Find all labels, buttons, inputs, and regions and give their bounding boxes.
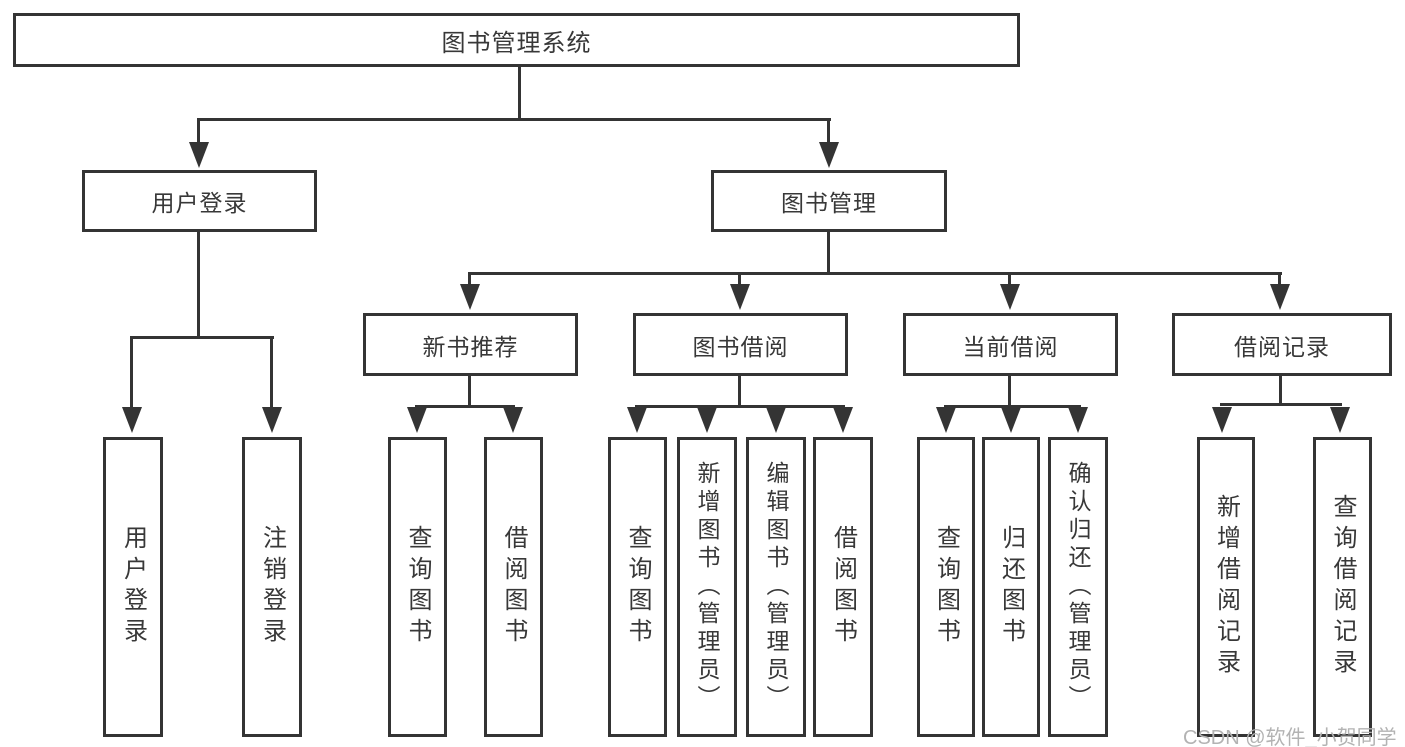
connector-drop-book-mgmt xyxy=(827,118,830,144)
node-user-login-label: 用户登录 xyxy=(151,190,248,216)
leaf-current-query: 查询图书 xyxy=(917,437,975,737)
leaf-newbook-query: 查询图书 xyxy=(388,437,447,737)
node-book-borrow: 图书借阅 xyxy=(633,313,848,376)
connector-drop-user-login xyxy=(197,118,200,144)
connector-drop-book-borrow xyxy=(738,272,741,284)
leaf-borrow-edit-book-label: 编辑图书（管理员） xyxy=(763,461,789,713)
leaf-borrow-query: 查询图书 xyxy=(608,437,667,737)
arrow-to-borrow-query-icon xyxy=(627,407,647,433)
leaf-user-login: 用户登录 xyxy=(103,437,163,737)
connector-bookmgmt-branch xyxy=(468,272,1282,275)
leaf-borrow-borrow-book: 借阅图书 xyxy=(813,437,873,737)
arrow-to-user-login-icon xyxy=(189,142,209,168)
connector-drop-leaf-logout xyxy=(270,336,273,409)
leaf-borrow-edit-book: 编辑图书（管理员） xyxy=(746,437,806,737)
leaf-records-add-label: 新增借阅记录 xyxy=(1212,494,1240,680)
arrow-to-new-book-icon xyxy=(460,284,480,310)
node-current-borrow: 当前借阅 xyxy=(903,313,1118,376)
leaf-logout-label: 注销登录 xyxy=(258,525,286,649)
leaf-current-query-label: 查询图书 xyxy=(932,525,960,649)
arrow-to-leaf-login-icon xyxy=(122,407,142,433)
leaf-borrow-add-book-label: 新增图书（管理员） xyxy=(694,461,720,713)
connector-drop-borrow-records xyxy=(1278,272,1281,284)
arrow-to-book-borrow-icon xyxy=(730,284,750,310)
node-user-login: 用户登录 xyxy=(82,170,317,232)
arrow-to-borrow-add-icon xyxy=(697,407,717,433)
arrow-to-newbook-borrow-icon xyxy=(503,407,523,433)
node-book-management: 图书管理 xyxy=(711,170,947,232)
node-new-book-recommend: 新书推荐 xyxy=(363,313,578,376)
connector-records-branch xyxy=(1220,403,1342,406)
leaf-newbook-borrow: 借阅图书 xyxy=(484,437,543,737)
leaf-records-add: 新增借阅记录 xyxy=(1197,437,1255,737)
leaf-borrow-query-label: 查询图书 xyxy=(624,525,651,649)
leaf-newbook-borrow-label: 借阅图书 xyxy=(500,525,527,649)
leaf-logout: 注销登录 xyxy=(242,437,302,737)
leaf-records-query: 查询借阅记录 xyxy=(1313,437,1372,737)
connector-userlogin-stem xyxy=(197,232,200,339)
node-new-book-recommend-label: 新书推荐 xyxy=(422,333,519,360)
node-root-label: 图书管理系统 xyxy=(441,29,592,57)
node-book-management-label: 图书管理 xyxy=(781,190,877,216)
connector-newbook-branch xyxy=(415,405,515,408)
leaf-records-query-label: 查询借阅记录 xyxy=(1329,494,1356,680)
connector-bookborrow-stem xyxy=(738,376,741,408)
arrow-to-borrow-records-icon xyxy=(1270,284,1290,310)
arrow-to-borrow-edit-icon xyxy=(766,407,786,433)
leaf-current-return: 归还图书 xyxy=(982,437,1040,737)
arrow-to-newbook-query-icon xyxy=(407,407,427,433)
arrow-to-leaf-logout-icon xyxy=(262,407,282,433)
connector-drop-leaf-login xyxy=(130,336,133,409)
arrow-to-book-mgmt-icon xyxy=(819,142,839,168)
connector-records-stem xyxy=(1279,376,1282,406)
leaf-current-confirm-return: 确认归还（管理员） xyxy=(1048,437,1108,737)
csdn-watermark: CSDN @软件_小贺同学 xyxy=(1183,727,1397,747)
node-root: 图书管理系统 xyxy=(13,13,1020,67)
connector-currentborrow-branch xyxy=(944,405,1081,408)
connector-drop-current-borrow xyxy=(1008,272,1011,284)
arrow-to-records-query-icon xyxy=(1330,407,1350,433)
node-current-borrow-label: 当前借阅 xyxy=(962,333,1059,360)
node-borrow-records: 借阅记录 xyxy=(1172,313,1392,376)
arrow-to-current-confirm-icon xyxy=(1068,407,1088,433)
arrow-to-borrow-borrow-icon xyxy=(833,407,853,433)
connector-newbook-stem xyxy=(468,376,471,408)
node-book-borrow-label: 图书借阅 xyxy=(692,333,789,360)
node-borrow-records-label: 借阅记录 xyxy=(1234,333,1330,360)
arrow-to-current-query-icon xyxy=(936,407,956,433)
connector-bookmgmt-stem xyxy=(827,232,830,275)
connector-drop-new-book xyxy=(468,272,471,284)
arrow-to-current-borrow-icon xyxy=(1000,284,1020,310)
leaf-newbook-query-label: 查询图书 xyxy=(404,525,431,649)
connector-root-stem xyxy=(518,67,521,121)
leaf-borrow-borrow-book-label: 借阅图书 xyxy=(829,525,857,649)
leaf-borrow-add-book: 新增图书（管理员） xyxy=(677,437,737,737)
arrow-to-current-return-icon xyxy=(1001,407,1021,433)
arrow-to-records-add-icon xyxy=(1212,407,1232,433)
leaf-current-return-label: 归还图书 xyxy=(997,525,1025,649)
leaf-current-confirm-return-label: 确认归还（管理员） xyxy=(1065,461,1091,713)
connector-root-branch xyxy=(197,118,831,121)
connector-userlogin-branch xyxy=(130,336,274,339)
connector-currentborrow-stem xyxy=(1008,376,1011,408)
leaf-user-login-label: 用户登录 xyxy=(119,525,147,649)
connector-bookborrow-branch xyxy=(635,405,845,408)
